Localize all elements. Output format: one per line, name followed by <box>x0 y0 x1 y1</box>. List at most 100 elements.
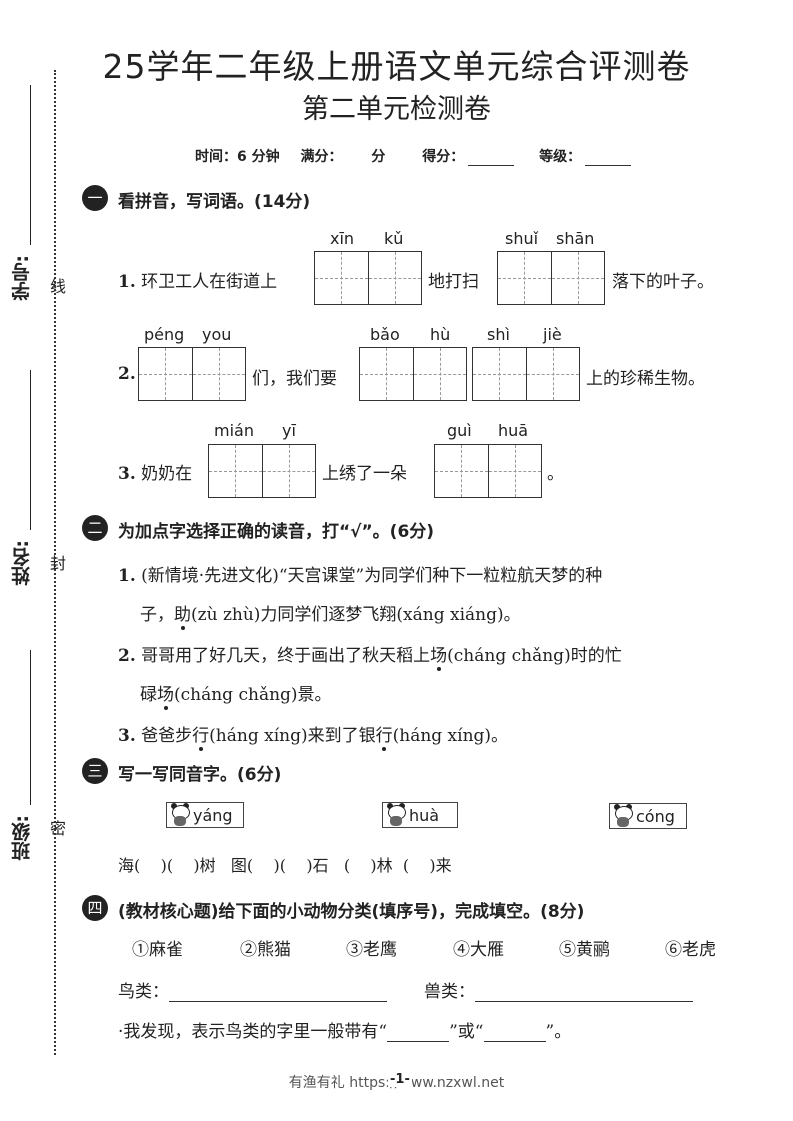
panda-icon <box>612 804 634 828</box>
pinyin: bǎo <box>370 325 400 344</box>
pinyin-box: huà <box>382 802 458 828</box>
full-score-unit: 分 <box>371 149 386 165</box>
exam-meta: 时间：6 分钟 满分： 分 得分： 等级： <box>195 146 635 166</box>
q2-1-number: 1. <box>118 566 136 586</box>
panda-icon <box>385 803 407 827</box>
pinyin: xīn <box>330 229 355 248</box>
finding-text-b: ”或“ <box>449 1022 484 1042</box>
page-title: 25学年二年级上册语文单元综合评测卷 <box>102 47 691 86</box>
grade-blank[interactable] <box>585 151 632 166</box>
section-2-title: 为加点字选择正确的读音，打“√”。(6分) <box>118 522 435 542</box>
pinyin: shān <box>556 229 595 248</box>
pinyin: shì <box>487 325 510 344</box>
pinyin: guì <box>447 421 472 440</box>
q1-2-text-a: 们，我们要 <box>252 369 337 389</box>
student-id-line[interactable] <box>30 85 31 245</box>
q2-3-text-c[interactable]: (háng xíng)。 <box>392 726 509 746</box>
animal-option: ⑤黄鹂 <box>559 940 610 960</box>
finding-text-c: ”。 <box>545 1022 572 1042</box>
full-score-label: 满分： <box>300 149 343 165</box>
homophone-blanks[interactable]: 海( )( )树 图( )( )石 ( )林 ( )来 <box>118 856 452 875</box>
class-label: 班级: <box>11 815 33 861</box>
pinyin: mián <box>214 421 254 440</box>
bird-answer-line[interactable] <box>169 983 387 1002</box>
q2-2-number: 2. <box>118 646 136 666</box>
panda-icon <box>169 803 191 827</box>
tianzige-box-q1-2b[interactable] <box>359 347 467 401</box>
q1-3-number: 3. <box>118 464 136 484</box>
q2-2-line1-a: 哥哥用了好几天，终于画出了秋天稻上 <box>141 646 431 666</box>
animal-option: ①麻雀 <box>132 940 183 960</box>
pinyin-box-text: huà <box>409 805 440 825</box>
dotted-char: 场 <box>430 641 447 671</box>
pinyin: kǔ <box>384 229 404 248</box>
pinyin: huā <box>498 421 529 440</box>
q2-2-line1-b[interactable]: (cháng chǎng)时的忙 <box>447 646 622 666</box>
pinyin: you <box>202 325 232 344</box>
dotted-char: 场 <box>157 680 174 710</box>
pinyin-box-text: cóng <box>636 806 675 826</box>
section-1-title: 看拼音，写词语。(14分) <box>118 192 311 212</box>
pinyin-box: yáng <box>166 802 244 828</box>
tianzige-box-q1-2a[interactable] <box>138 347 246 401</box>
q1-3-text-c: 。 <box>547 464 564 484</box>
score-blank[interactable] <box>468 151 515 166</box>
bird-label: 鸟类： <box>118 982 169 1002</box>
pinyin-box: cóng <box>609 803 687 829</box>
dotted-char: 行 <box>192 721 209 751</box>
binding-mark-line: 线 <box>47 278 66 294</box>
animal-option: ③老鹰 <box>346 940 397 960</box>
pinyin: yī <box>282 421 296 440</box>
grade-label: 等级： <box>539 149 582 165</box>
q2-3-text-a: 爸爸步 <box>141 726 193 746</box>
student-id-label: 学号: <box>11 255 33 301</box>
pinyin: hù <box>430 325 451 344</box>
score-label: 得分： <box>422 149 465 165</box>
tianzige-box-q1-1a[interactable] <box>314 251 422 305</box>
animal-option: ②熊猫 <box>240 940 291 960</box>
pinyin-box-text: yáng <box>193 805 233 825</box>
name-line[interactable] <box>30 370 31 530</box>
q1-3-text-b: 上绣了一朵 <box>322 464 407 484</box>
q2-1-line2-b[interactable]: (zù zhù)力同学们逐梦飞翔(xáng xiáng)。 <box>191 605 521 625</box>
page-number: -1- <box>388 1072 412 1087</box>
class-line[interactable] <box>30 650 31 805</box>
q2-2-line2-b[interactable]: (cháng chǎng)景。 <box>174 685 332 705</box>
q2-1-line2-a: 子， <box>140 605 174 625</box>
time-label: 时间：6 分钟 <box>195 149 280 165</box>
finding-text-a: ·我发现，表示鸟类的字里一般带有“ <box>118 1022 388 1042</box>
tianzige-box-q1-2c[interactable] <box>472 347 580 401</box>
q2-3-text-b[interactable]: (háng xíng)来到了银 <box>209 726 376 746</box>
tianzige-box-q1-3a[interactable] <box>208 444 316 498</box>
binding-dotted-line <box>54 70 56 1055</box>
tianzige-box-q1-3b[interactable] <box>434 444 542 498</box>
animal-option: ⑥老虎 <box>665 940 716 960</box>
section-3-number: 三 <box>82 758 108 784</box>
radical-blank-2[interactable] <box>483 1023 546 1042</box>
q1-1-text-b: 地打扫 <box>428 272 479 292</box>
tianzige-box-q1-1b[interactable] <box>497 251 605 305</box>
q1-3-text-a: 奶奶在 <box>141 464 193 484</box>
name-label: 姓名: <box>11 540 33 586</box>
q2-2-line2-a: 碌 <box>140 685 157 705</box>
page-subtitle: 第二单元检测卷 <box>302 94 491 125</box>
pinyin: jiè <box>543 325 562 344</box>
section-4-title: (教材核心题)给下面的小动物分类(填序号)，完成填空。(8分) <box>118 902 585 922</box>
q1-1-text-c: 落下的叶子。 <box>612 272 714 292</box>
binding-mark-seal: 封 <box>47 555 66 571</box>
radical-blank-1[interactable] <box>387 1023 450 1042</box>
section-4-number: 四 <box>82 895 108 921</box>
q1-1-text-a: 环卫工人在街道上 <box>141 272 278 292</box>
dotted-char: 行 <box>376 721 393 751</box>
q2-1-line1: (新情境·先进文化)“天宫课堂”为同学们种下一粒粒航天梦的种 <box>141 566 603 586</box>
animal-option: ④大雁 <box>453 940 504 960</box>
q1-1-number: 1. <box>118 272 136 292</box>
q2-3-number: 3. <box>118 726 136 746</box>
section-3-title: 写一写同音字。(6分) <box>118 765 282 785</box>
binding-mark-secret: 密 <box>47 820 66 836</box>
beast-answer-line[interactable] <box>475 983 693 1002</box>
section-2-number: 二 <box>82 515 108 541</box>
beast-label: 兽类： <box>424 982 475 1002</box>
pinyin: shuǐ <box>505 229 539 248</box>
section-1-number: 一 <box>82 185 108 211</box>
